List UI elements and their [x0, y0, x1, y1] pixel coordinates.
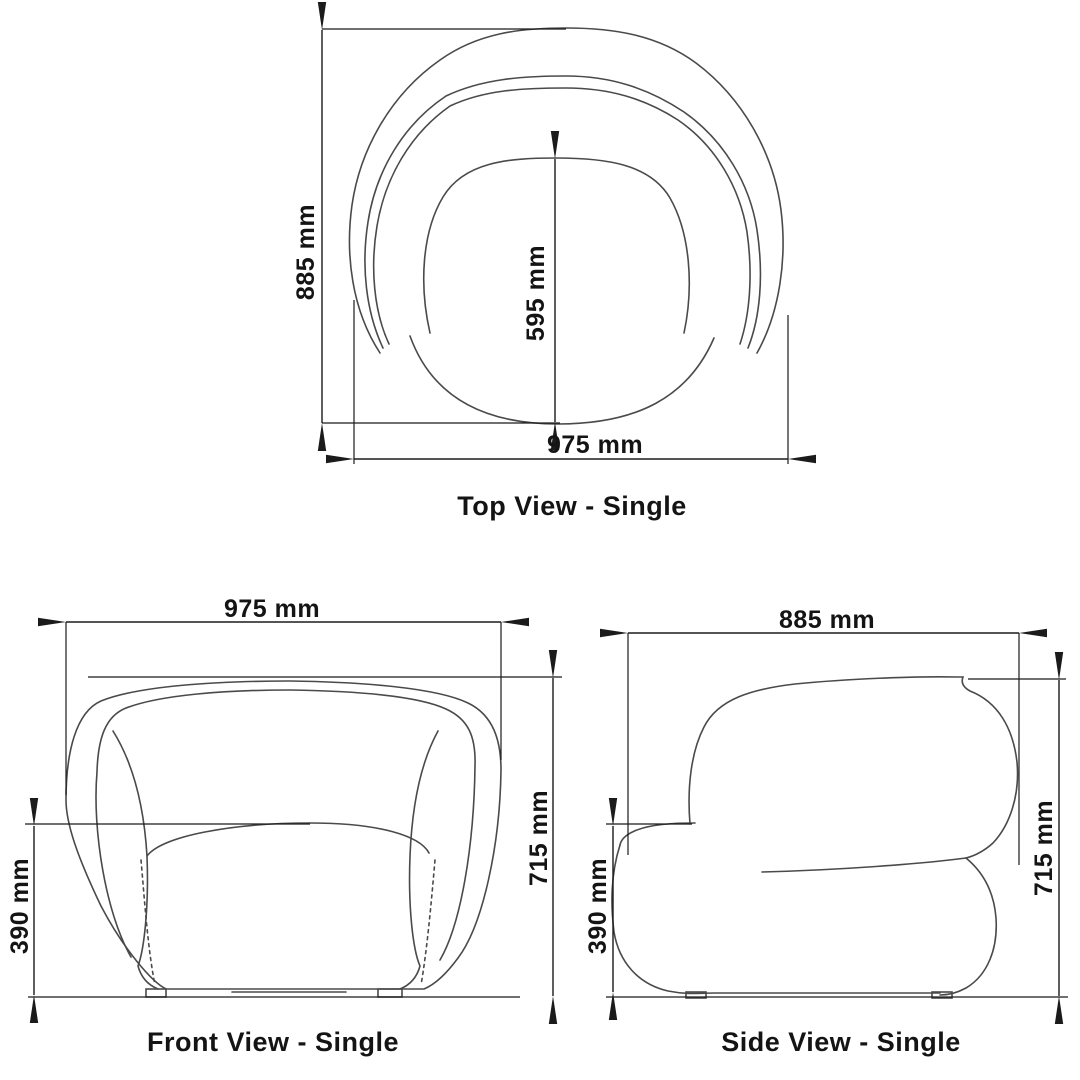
top-view: 885 mm 595 mm 975 mm Top View - Single [292, 2, 816, 521]
side-view-armrest-top-path [619, 822, 696, 846]
dim-label-front-seat-height: 390 mm [6, 858, 34, 954]
front-view-outer-silhouette-path [65, 680, 502, 990]
front-view-left-stitch-path [140, 859, 156, 986]
dim-label-front-height: 715 mm [525, 790, 553, 886]
dim-label-top-seat-depth: 595 mm [522, 245, 550, 341]
front-view-label: Front View - Single [147, 1027, 399, 1057]
front-view-drawing [65, 680, 502, 998]
top-view-drawing [348, 27, 784, 425]
top-view-back-seam-outer-path [364, 75, 762, 349]
front-view-right-armrest-edge-path [399, 730, 439, 990]
side-view: 885 mm 715 mm 390 mm Side View - Single [584, 606, 1068, 1057]
dim-label-side-depth: 885 mm [779, 606, 875, 634]
side-view-label: Side View - Single [721, 1027, 961, 1057]
dim-label-side-height: 715 mm [1030, 800, 1058, 896]
side-view-right-foot [931, 991, 953, 999]
front-view-inner-seam-path [95, 689, 476, 961]
front-view-dimensions [25, 617, 562, 1024]
side-view-front-edge-path [611, 844, 941, 995]
side-view-left-foot [685, 991, 707, 999]
top-view-backrest-inner-edge-path [423, 157, 691, 334]
top-view-label: Top View - Single [457, 491, 687, 521]
front-view-left-foot [145, 988, 167, 998]
dim-label-front-width: 975 mm [224, 595, 320, 623]
dim-label-top-depth: 885 mm [292, 204, 320, 300]
top-view-back-seam-inner-path [372, 87, 751, 345]
side-view-drawing [611, 676, 1019, 999]
dim-label-top-width: 975 mm [547, 431, 643, 459]
front-view-right-stitch-path [420, 859, 436, 986]
side-view-backrest-path [688, 676, 1019, 859]
side-view-dimensions [600, 628, 1068, 1024]
front-view-seat-top-edge-path [146, 822, 430, 857]
side-view-seat-bulge-path [939, 857, 998, 996]
side-view-seat-split-path [761, 857, 967, 873]
front-view-left-armrest-edge-path [112, 730, 159, 990]
dim-label-side-seat-height: 390 mm [584, 858, 612, 954]
top-view-outer-shell-path [348, 27, 784, 354]
front-view: 975 mm 715 mm 390 mm Front View - Single [6, 595, 562, 1057]
front-view-right-foot [377, 988, 403, 998]
top-view-dimensions [317, 2, 816, 464]
top-view-seat-front-edge-path [409, 335, 715, 425]
